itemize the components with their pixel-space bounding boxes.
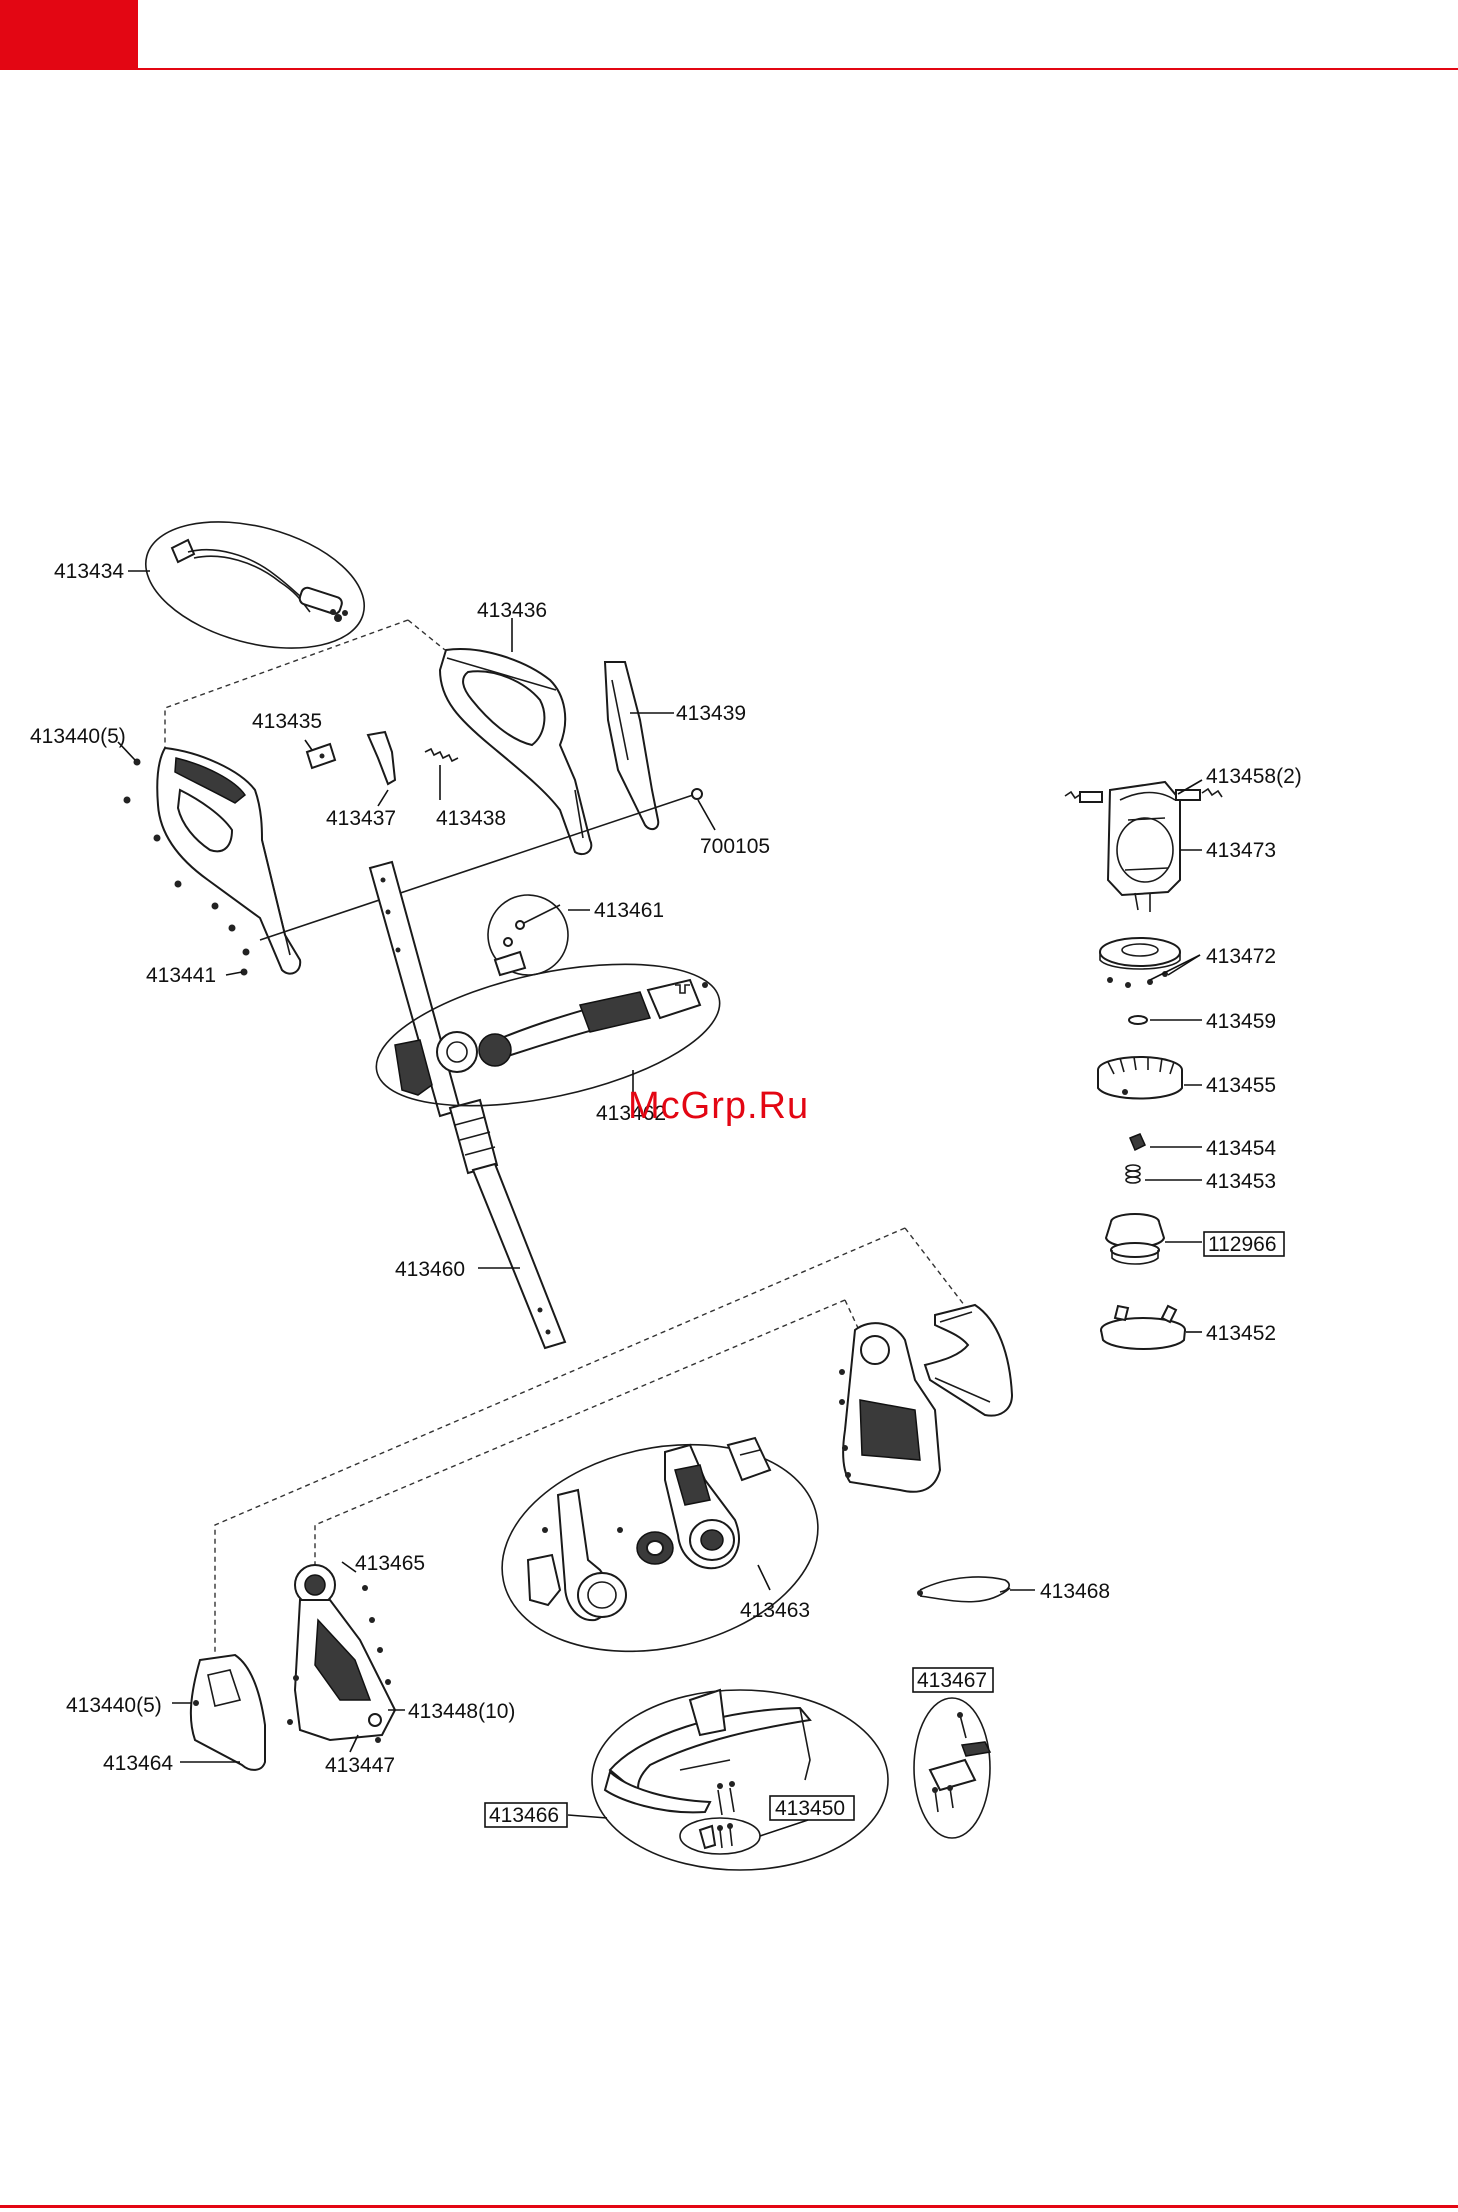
part-413473-motor: [1108, 782, 1180, 912]
label-413450: 413450: [775, 1797, 845, 1820]
part-413461-pin-kit: [477, 884, 580, 987]
part-413434-cord-set: [132, 500, 378, 670]
part-motor-housing-right-half: [839, 1323, 940, 1492]
part-handle-left-half: [157, 748, 300, 974]
label-413473: 413473: [1206, 839, 1276, 862]
part-413439-handle-cover: [605, 662, 658, 829]
label-700105: 700105: [700, 835, 770, 858]
part-413463-head-components: [483, 1417, 838, 1679]
part-700105-nut: [692, 789, 702, 799]
part-413437-trigger: [368, 732, 395, 784]
label-413459: 413459: [1206, 1010, 1276, 1033]
part-112966-spool: [1106, 1214, 1164, 1264]
label-112966: 112966: [1208, 1233, 1277, 1256]
label-413440-top: 413440(5): [30, 725, 126, 748]
part-413453-spring: [1126, 1165, 1140, 1183]
part-413455-fan: [1098, 1057, 1182, 1099]
label-413460: 413460: [395, 1258, 465, 1281]
label-413439: 413439: [676, 702, 746, 725]
label-413466: 413466: [489, 1804, 559, 1827]
part-413466-guard: [592, 1690, 888, 1870]
watermark: McGrp.Ru: [628, 1085, 809, 1128]
label-413452: 413452: [1206, 1322, 1276, 1345]
label-413440-bottom: 413440(5): [66, 1694, 162, 1717]
part-motor-housing-cover: [925, 1305, 1012, 1416]
label-413453: 413453: [1206, 1170, 1276, 1193]
label-413454: 413454: [1206, 1137, 1276, 1160]
label-413465: 413465: [355, 1552, 425, 1575]
part-413452-spool-cover: [1101, 1306, 1185, 1349]
part-413472-bearing-plate: [1100, 938, 1180, 988]
label-413438: 413438: [436, 807, 506, 830]
label-413472: 413472: [1206, 945, 1276, 968]
label-413435: 413435: [252, 710, 322, 733]
label-413464: 413464: [103, 1752, 173, 1775]
label-413461: 413461: [594, 899, 664, 922]
label-413437: 413437: [326, 807, 396, 830]
part-413454-nut: [1130, 1134, 1145, 1150]
label-413447: 413447: [325, 1754, 395, 1777]
part-413450-screw-set: [680, 1818, 760, 1854]
label-413434: 413434: [54, 560, 124, 583]
label-413467: 413467: [917, 1669, 987, 1692]
part-413459-washer: [1129, 1016, 1147, 1024]
part-413438-spring: [425, 749, 458, 761]
part-413464-front-cover: [191, 1655, 265, 1770]
label-413468: 413468: [1040, 1580, 1110, 1603]
label-413463: 413463: [740, 1599, 810, 1622]
label-413448: 413448(10): [408, 1700, 515, 1723]
label-413436: 413436: [477, 599, 547, 622]
part-413467-line-cutter-kit: [914, 1698, 990, 1838]
label-413455: 413455: [1206, 1074, 1276, 1097]
part-413465-motor-housing-left-half: [287, 1565, 395, 1743]
label-413458: 413458(2): [1206, 765, 1302, 788]
part-413468-wiring: [917, 1577, 1010, 1602]
label-413441: 413441: [146, 964, 216, 987]
